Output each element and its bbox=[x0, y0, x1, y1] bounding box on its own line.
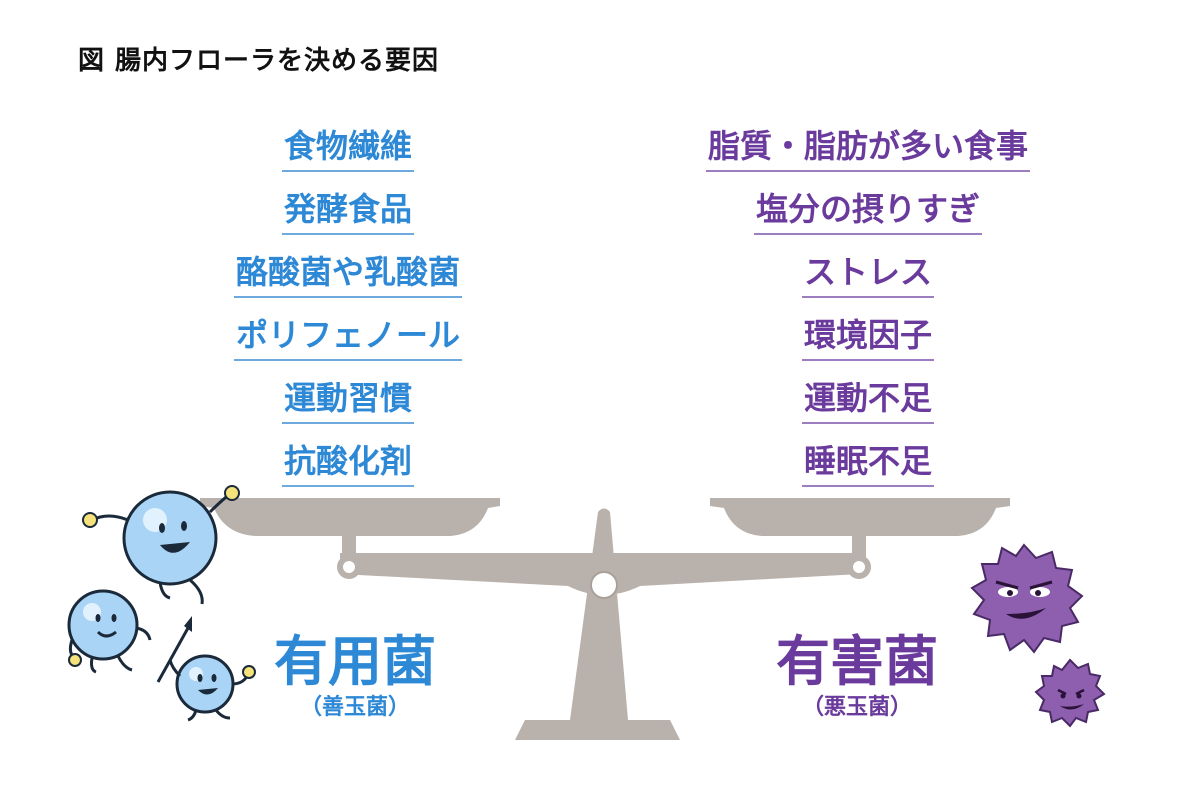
good-label-main: 有用菌 bbox=[274, 630, 436, 693]
bad-factor-list: 脂質・脂肪が多い食事 塩分の摂りすぎ ストレス 環境因子 運動不足 睡眠不足 bbox=[668, 120, 1068, 498]
harmful-bacteria-label: 有害菌 （悪玉菌） bbox=[752, 632, 962, 722]
beneficial-bacteria-label: 有用菌 （善玉菌） bbox=[250, 632, 460, 722]
good-bacteria-small bbox=[156, 616, 256, 722]
good-factor-item: 抗酸化剤 bbox=[281, 435, 414, 487]
good-bacteria-large bbox=[82, 485, 240, 605]
good-factor-item: 運動習慣 bbox=[281, 372, 414, 424]
good-factor-item: ポリフェノール bbox=[233, 309, 462, 361]
bad-factor-item: 塩分の摂りすぎ bbox=[753, 183, 982, 235]
bad-factor-item: 運動不足 bbox=[801, 372, 934, 424]
bad-label-sub: （悪玉菌） bbox=[801, 695, 912, 720]
good-factor-item: 食物繊維 bbox=[281, 120, 414, 172]
scale-base bbox=[515, 720, 680, 740]
good-factor-item: 発酵食品 bbox=[281, 183, 414, 235]
bad-label-main: 有害菌 bbox=[776, 630, 938, 693]
bad-factor-item: ストレス bbox=[801, 246, 934, 298]
good-factor-item: 酪酸菌や乳酸菌 bbox=[233, 246, 462, 298]
bad-factor-item: 睡眠不足 bbox=[801, 435, 934, 487]
bad-bacteria-large bbox=[970, 543, 1084, 654]
bad-factor-item: 環境因子 bbox=[801, 309, 934, 361]
bad-bacteria-small bbox=[1034, 658, 1106, 728]
right-pan bbox=[710, 498, 1010, 536]
figure-title: 図 腸内フローラを決める要因 bbox=[78, 46, 440, 76]
good-bacteria-medium bbox=[67, 589, 152, 674]
good-label-sub: （善玉菌） bbox=[299, 695, 410, 720]
good-factor-list: 食物繊維 発酵食品 酪酸菌や乳酸菌 ポリフェノール 運動習慣 抗酸化剤 bbox=[148, 120, 548, 498]
scale-pillar bbox=[570, 508, 628, 720]
bad-factor-item: 脂質・脂肪が多い食事 bbox=[705, 120, 1030, 172]
beam-pivot bbox=[590, 571, 618, 599]
left-pan bbox=[200, 498, 500, 536]
